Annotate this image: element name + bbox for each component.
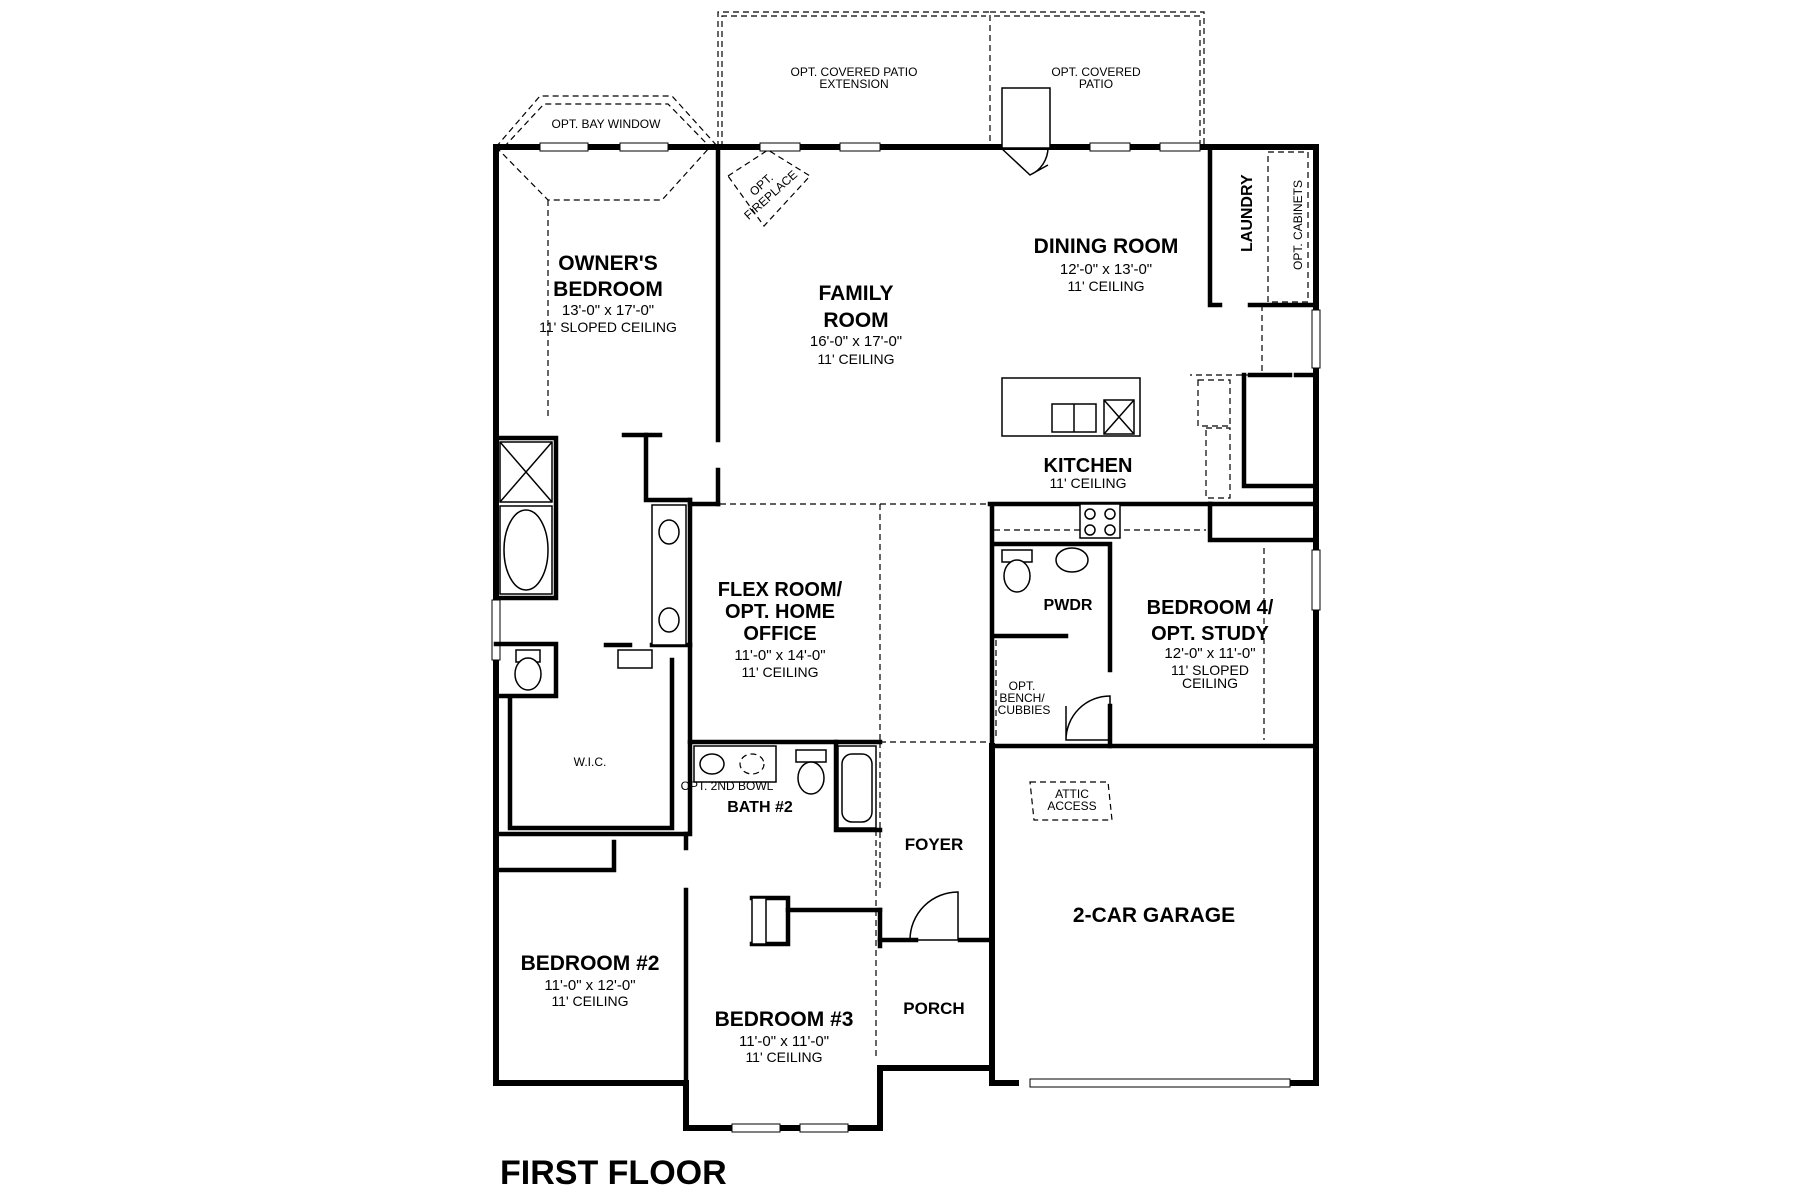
flex-room-size: 11'-0" x 14'-0" (734, 647, 825, 664)
bedroom-4-size: 12'-0" x 11'-0" (1164, 645, 1255, 662)
family-room-ceiling: 11' CEILING (817, 351, 894, 367)
interior-walls (493, 144, 1319, 1086)
bedroom-4-name-2: OPT. STUDY (1151, 623, 1269, 645)
bath-2-name: BATH #2 (727, 799, 793, 816)
bedroom-3-ceiling: 11' CEILING (745, 1049, 822, 1065)
windows (491, 142, 1321, 1133)
family-room-size: 16'-0" x 17'-0" (810, 333, 902, 350)
bedroom-2-size: 11'-0" x 12'-0" (544, 977, 635, 994)
opt-bench-line3: CUBBIES (998, 703, 1051, 717)
bedroom-2-name: BEDROOM #2 (521, 952, 660, 975)
opt-bench-line1: OPT. (1009, 679, 1036, 693)
opt-covered-patio-ext-line1: OPT. COVERED PATIO (791, 65, 918, 79)
wic-name: W.I.C. (574, 755, 607, 769)
garage-name: 2-CAR GARAGE (1073, 904, 1235, 927)
laundry-name: LAUNDRY (1239, 174, 1256, 252)
opt-bench-line2: BENCH/ (999, 691, 1045, 705)
floor-title: FIRST FLOOR (500, 1154, 727, 1192)
bedroom-4-name-1: BEDROOM 4/ (1147, 597, 1274, 619)
porch-name: PORCH (903, 999, 964, 1018)
owners-bedroom-ceiling: 11' SLOPED CEILING (539, 319, 677, 335)
dining-room-ceiling: 11' CEILING (1067, 278, 1144, 294)
powder-name: PWDR (1044, 597, 1093, 614)
opt-cabinets-label: OPT. CABINETS (1291, 180, 1305, 270)
kitchen-ceiling: 11' CEILING (1049, 475, 1126, 491)
opt-attic-line2: ACCESS (1047, 799, 1096, 813)
kitchen-name: KITCHEN (1044, 455, 1133, 477)
bedroom-4-ceiling-2: CEILING (1182, 675, 1238, 691)
room-labels: OPT. COVERED PATIO EXTENSION OPT. COVERE… (500, 65, 1305, 1192)
flex-room-name-1: FLEX ROOM/ (718, 579, 843, 601)
opt-covered-patio-line2: PATIO (1079, 77, 1113, 91)
flex-room-name-2: OPT. HOME (725, 601, 835, 623)
exterior-walls (493, 144, 1319, 1131)
opt-covered-patio-ext-line2: EXTENSION (819, 77, 888, 91)
opt-attic-line1: ATTIC (1055, 787, 1089, 801)
family-room-name-1: FAMILY (818, 282, 893, 305)
flex-room-ceiling: 11' CEILING (741, 664, 818, 680)
bedroom-4-ceiling-1: 11' SLOPED (1171, 662, 1249, 678)
dining-room-size: 12'-0" x 13'-0" (1060, 261, 1152, 278)
owners-bedroom-name-1: OWNER'S (558, 252, 658, 275)
bedroom-2-ceiling: 11' CEILING (551, 993, 628, 1009)
family-room-name-2: ROOM (823, 309, 888, 332)
bedroom-3-size: 11'-0" x 11'-0" (739, 1033, 829, 1050)
owners-bedroom-name-2: BEDROOM (553, 278, 663, 301)
flex-room-name-3: OFFICE (743, 623, 816, 645)
opt-bay-window-label: OPT. BAY WINDOW (552, 117, 662, 131)
fixtures (499, 87, 1141, 945)
opt-covered-patio-line1: OPT. COVERED (1051, 65, 1141, 79)
foyer-name: FOYER (905, 835, 964, 854)
owners-bedroom-size: 13'-0" x 17'-0" (562, 302, 654, 319)
dining-room-name: DINING ROOM (1034, 235, 1179, 258)
opt-second-bowl-label: OPT. 2ND BOWL (681, 779, 774, 793)
bedroom-3-name: BEDROOM #3 (715, 1008, 854, 1031)
